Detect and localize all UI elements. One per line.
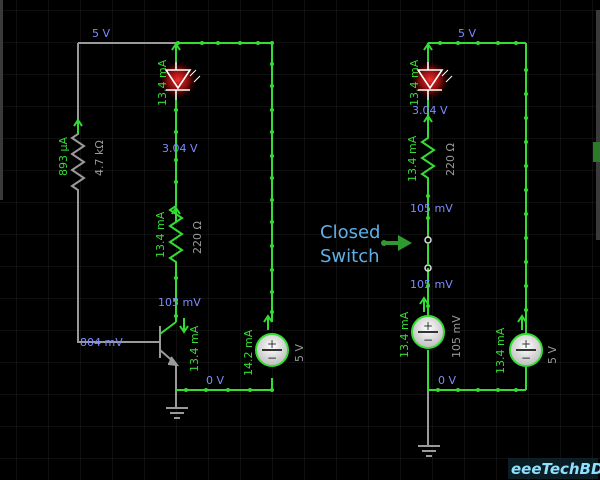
left-circuit: + − 5 V 893 µA 4.7 kΩ 13.4 mA 3.04 V 13.… (57, 27, 306, 419)
left-source-value: 5 V (293, 344, 306, 362)
right-mid-source[interactable]: + − (411, 315, 445, 349)
mid-source-value: 105 mV (450, 315, 463, 358)
right-led-current: 13.4 mA (408, 59, 421, 106)
right-circuit: Closed Switch + − + − 5 V 1 (320, 27, 559, 457)
left-series-resistor[interactable] (168, 196, 184, 266)
left-led[interactable] (159, 61, 201, 100)
right-led-current-arrow-icon (423, 42, 433, 58)
collector-current: 13.4 mA (188, 325, 201, 372)
right-node-after-led: 3.04 V (412, 104, 448, 117)
callout-line-1: Closed (320, 222, 380, 243)
base-resistor-value: 4.7 kΩ (93, 140, 106, 176)
left-voltage-source[interactable]: + − (255, 333, 289, 367)
right-series-resistor[interactable] (420, 128, 436, 184)
right-panel-tab[interactable] (593, 142, 600, 162)
watermark: eeeTechBD (508, 458, 600, 479)
callout-arrow-icon (381, 235, 412, 251)
mid-source-current: 13.4 mA (398, 311, 411, 358)
right-panel-edge (596, 10, 600, 240)
collector-voltage: 105 mV (158, 296, 201, 309)
left-source-current: 14.2 mA (242, 329, 255, 376)
svg-text:−: − (267, 351, 277, 365)
right-source-value: 5 V (546, 346, 559, 364)
right-source-current: 13.4 mA (494, 327, 507, 374)
watermark-text: eeeTechBD (511, 460, 600, 478)
left-ground-voltage: 0 V (206, 374, 224, 387)
left-led-current: 13.4 mA (156, 59, 169, 106)
base-voltage: 804 mV (80, 336, 123, 349)
svg-text:+: + (521, 337, 531, 351)
left-resistor-current: 13.4 mA (154, 211, 167, 258)
right-ground-voltage: 0 V (438, 374, 456, 387)
base-current-arrow-icon (73, 118, 83, 134)
right-resistor-current-arrow-icon (423, 114, 433, 130)
right-wire-dots (426, 41, 528, 392)
right-resistor-current: 13.4 mA (406, 135, 419, 182)
base-resistor[interactable] (70, 122, 86, 198)
right-ground-icon (418, 445, 440, 457)
switch-top-voltage: 105 mV (410, 202, 453, 215)
npn-transistor[interactable] (148, 321, 180, 372)
source-current-arrow-icon (263, 314, 273, 330)
svg-text:+: + (423, 319, 433, 333)
closed-switch[interactable] (424, 236, 432, 272)
mid-source-current-arrow-icon (419, 296, 429, 312)
led-current-arrow-icon (171, 42, 181, 58)
left-panel-edge (0, 0, 3, 200)
left-ground-icon (166, 407, 188, 419)
right-resistor-value: 220 Ω (444, 143, 457, 176)
svg-text:−: − (521, 351, 531, 365)
right-supply-label: 5 V (458, 27, 476, 40)
callout-line-2: Switch (320, 246, 380, 267)
svg-text:+: + (267, 337, 277, 351)
right-voltage-source[interactable]: + − (509, 333, 543, 367)
right-led[interactable] (411, 61, 453, 100)
left-wire-dots (174, 41, 274, 392)
left-resistor-value: 220 Ω (191, 221, 204, 254)
left-supply-label: 5 V (92, 27, 110, 40)
resistor-current-arrow-icon (171, 206, 181, 222)
collector-current-arrow-icon (179, 318, 189, 334)
right-source-current-arrow-icon (517, 314, 527, 330)
base-resistor-current: 893 µA (57, 137, 70, 176)
switch-bottom-voltage: 105 mV (410, 278, 453, 291)
left-node-after-led: 3.04 V (162, 142, 198, 155)
svg-text:−: − (423, 333, 433, 347)
